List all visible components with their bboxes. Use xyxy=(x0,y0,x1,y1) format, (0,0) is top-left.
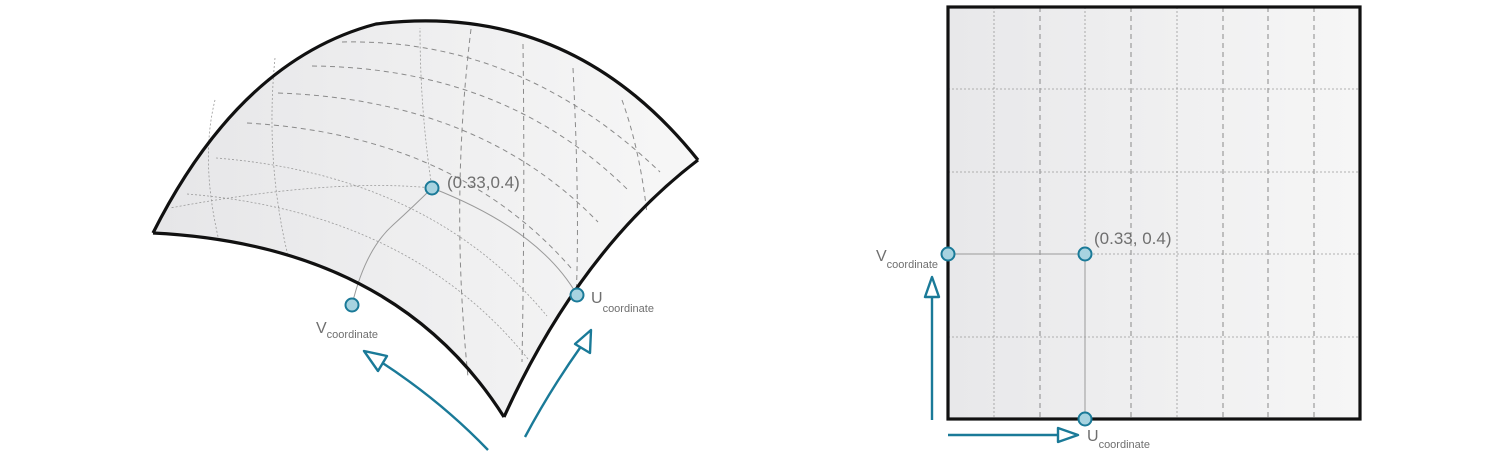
surface-u-label: Ucoordinate xyxy=(591,290,654,315)
surface-isoline-v-left xyxy=(169,185,433,209)
surface-u-point xyxy=(569,287,585,303)
parameter-u-label-sub: coordinate xyxy=(1099,439,1150,451)
parameter-rect xyxy=(948,7,1360,419)
parameter-u-label: Ucoordinate xyxy=(1087,428,1150,451)
surface-u-label-main: U xyxy=(591,290,603,307)
parameter-v-label-sub: coordinate xyxy=(887,259,938,271)
parameter-v-point xyxy=(940,246,956,262)
surface-grid-v xyxy=(186,41,661,360)
surface-uv-point xyxy=(424,180,440,196)
parameter-v-arrow xyxy=(923,275,941,420)
surface-isoline-u xyxy=(351,187,433,306)
parameter-u-arrow xyxy=(948,426,1080,444)
parameter-v-label: Vcoordinate xyxy=(876,248,938,271)
parameter-grid-v xyxy=(993,7,1315,419)
surface-v-point xyxy=(344,297,360,313)
parameter-point-label: (0.33, 0.4) xyxy=(1094,229,1172,248)
surface-v-label: Vcoordinate xyxy=(316,320,378,341)
surface-v-arrow xyxy=(362,349,489,451)
surface-isoline-u-upper xyxy=(419,27,433,189)
parameter-view: (0.33, 0.4) Vcoordinate Ucoordinate xyxy=(876,5,1362,451)
parameter-grid-h xyxy=(948,88,1360,338)
surface-v-label-main: V xyxy=(316,320,327,337)
surface-edge-right xyxy=(502,158,699,418)
surface-patch xyxy=(153,20,698,417)
parameter-v-label-main: V xyxy=(876,248,887,265)
parameter-rect-border xyxy=(946,5,1362,421)
parameter-uv-point xyxy=(1077,246,1093,262)
parameter-u-point xyxy=(1077,411,1093,427)
surface-view: (0.33,0.4) Vcoordinate Ucoordinate xyxy=(151,19,700,451)
surface-edge-left xyxy=(152,231,506,418)
surface-point-label: (0.33,0.4) xyxy=(447,173,520,192)
surface-edge-top xyxy=(151,19,700,234)
surface-u-arrow xyxy=(523,328,593,438)
parameter-u-label-main: U xyxy=(1087,428,1099,445)
surface-v-label-sub: coordinate xyxy=(327,329,378,341)
surface-u-label-sub: coordinate xyxy=(603,303,654,315)
surface-grid-u xyxy=(208,28,648,378)
surface-isoline-v xyxy=(431,187,578,296)
